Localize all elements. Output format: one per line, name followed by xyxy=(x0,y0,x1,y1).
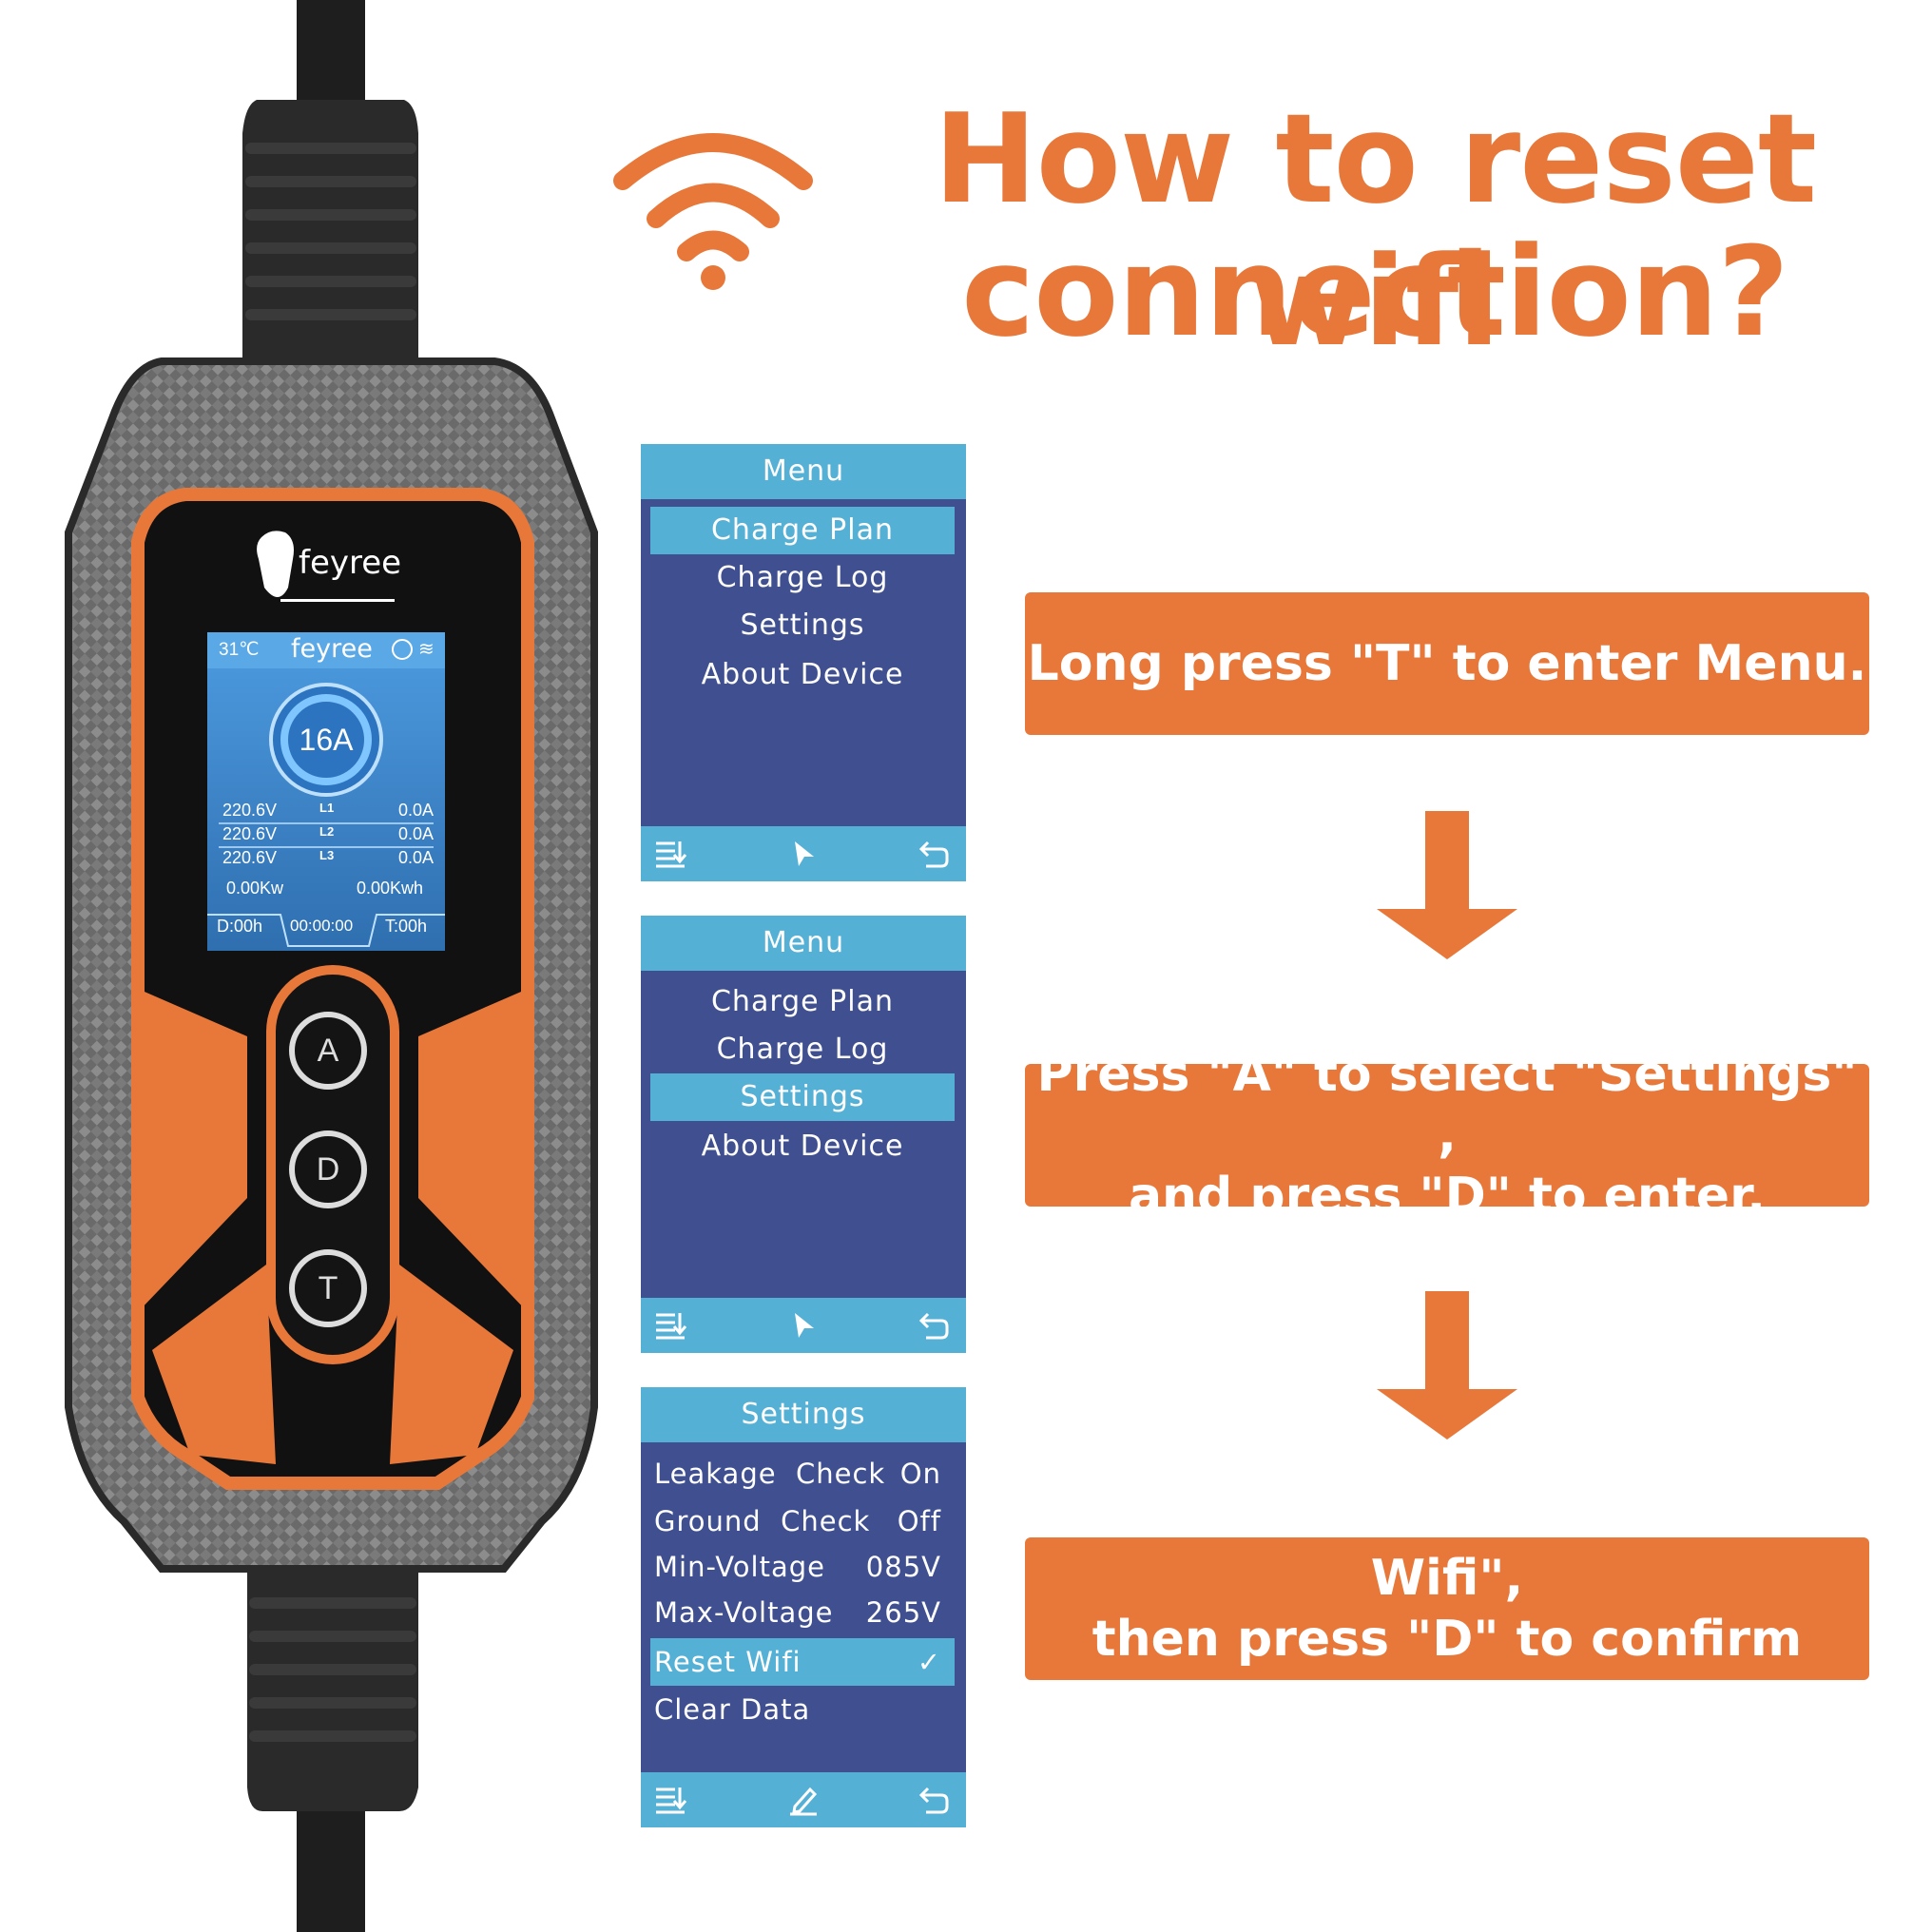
scroll-down-icon[interactable] xyxy=(654,1309,686,1342)
menu-item-settings[interactable]: Settings xyxy=(650,1073,955,1121)
screen-footer xyxy=(641,826,966,881)
device-temperature: 31℃ xyxy=(219,640,260,660)
device-brand-label: feyree xyxy=(299,544,402,582)
settings-row-leakage-check[interactable]: Leakage Check On xyxy=(650,1450,955,1497)
wifi-small-icon: ≋ xyxy=(418,639,435,660)
device-current: 16A xyxy=(299,723,354,757)
scroll-down-icon[interactable] xyxy=(654,838,686,870)
menu-item-charge-log[interactable]: Charge Log xyxy=(716,561,889,594)
settings-row-reset-wifi[interactable]: Reset Wifi ✓ xyxy=(650,1638,955,1686)
menu-item-settings[interactable]: Settings xyxy=(740,609,865,642)
setting-value: Off xyxy=(897,1505,941,1537)
menu-screen-2: Menu Charge Plan Charge Log Settings Abo… xyxy=(641,916,966,1353)
back-icon[interactable] xyxy=(917,838,949,870)
setting-value: On xyxy=(899,1458,941,1490)
device-screen-brand: feyree xyxy=(291,634,373,664)
menu-screen-1: Menu Charge Plan Charge Log Settings Abo… xyxy=(641,444,966,881)
screen-footer xyxy=(641,1298,966,1353)
device-time: T:00h xyxy=(385,917,428,936)
setting-label: Max-Voltage xyxy=(654,1596,834,1629)
device-button-a[interactable]: A xyxy=(317,1033,339,1069)
step-3-text-line2: then press "D" to confirm reset. xyxy=(1092,1611,1803,1729)
step-1-text: Long press "T" to enter Menu. xyxy=(1027,635,1867,692)
device-power: 0.00Kw xyxy=(226,879,284,898)
phase-label: L1 xyxy=(319,801,335,815)
back-icon[interactable] xyxy=(917,1309,949,1342)
screen-header: Menu xyxy=(641,916,966,971)
screen-footer xyxy=(641,1772,966,1827)
device-button-d[interactable]: D xyxy=(316,1151,340,1188)
settings-screen: Settings Leakage Check On Ground Check O… xyxy=(641,1387,966,1827)
menu-item-charge-plan[interactable]: Charge Plan xyxy=(710,985,894,1018)
screen-header: Settings xyxy=(641,1387,966,1442)
phase-amps: 0.0A xyxy=(397,801,434,820)
scroll-down-icon[interactable] xyxy=(654,1784,686,1816)
phase-amps: 0.0A xyxy=(397,848,434,867)
ev-charger-device xyxy=(65,0,598,1932)
step-3-box: Press "A" to select "Reset Wifi", then p… xyxy=(1025,1489,1869,1729)
phase-row: 220.6V L3 0.0A xyxy=(222,848,434,871)
arrow-down-icon xyxy=(1377,811,1517,959)
phase-row: 220.6V L2 0.0A xyxy=(222,824,434,847)
wifi-icon xyxy=(613,133,813,290)
page-title-line2: connection? xyxy=(961,220,1789,364)
setting-label: Leakage Check xyxy=(654,1458,886,1490)
device-delay: D:00h xyxy=(217,917,263,936)
device-timer: 00:00:00 xyxy=(290,917,354,935)
page-title-line1: How to reset wifi xyxy=(933,87,1817,374)
edit-icon[interactable] xyxy=(787,1784,820,1816)
menu-item-about-device[interactable]: About Device xyxy=(701,1130,904,1163)
menu-item-charge-log[interactable]: Charge Log xyxy=(716,1033,889,1066)
screen-header: Menu xyxy=(641,444,966,499)
step-2-box: Press "A" to select "Settings" , and pre… xyxy=(1025,1046,1869,1225)
check-icon: ✓ xyxy=(917,1646,941,1678)
setting-label: Reset Wifi xyxy=(654,1646,802,1678)
phase-amps: 0.0A xyxy=(397,824,434,843)
setting-value: 085V xyxy=(865,1551,941,1583)
setting-label: Ground Check xyxy=(654,1505,871,1537)
step-2-text-line2: and press "D" to enter. xyxy=(1128,1168,1767,1225)
device-button-t[interactable]: T xyxy=(318,1270,338,1306)
cursor-icon[interactable] xyxy=(787,838,820,870)
cursor-icon[interactable] xyxy=(787,1309,820,1342)
step-2-text-line1: Press "A" to select "Settings" , xyxy=(1036,1046,1858,1164)
ground-icon xyxy=(392,639,413,660)
settings-row-max-voltage[interactable]: Max-Voltage 265V xyxy=(650,1589,955,1636)
setting-label: Clear Data xyxy=(654,1693,811,1726)
device-energy: 0.00Kwh xyxy=(357,879,424,898)
phase-voltage: 220.6V xyxy=(222,801,278,820)
menu-item-charge-plan[interactable]: Charge Plan xyxy=(650,507,955,554)
back-icon[interactable] xyxy=(917,1784,949,1816)
step-1-box: Long press "T" to enter Menu. xyxy=(1025,592,1869,735)
settings-row-ground-check[interactable]: Ground Check Off xyxy=(650,1497,955,1545)
setting-value: 265V xyxy=(865,1596,941,1629)
phase-label: L2 xyxy=(319,824,335,839)
setting-label: Min-Voltage xyxy=(654,1551,826,1583)
settings-row-min-voltage[interactable]: Min-Voltage 085V xyxy=(650,1543,955,1591)
phase-row: 220.6V L1 0.0A xyxy=(222,801,434,823)
phase-voltage: 220.6V xyxy=(222,824,278,843)
phase-label: L3 xyxy=(319,848,335,862)
menu-item-about-device[interactable]: About Device xyxy=(701,658,904,691)
phase-voltage: 220.6V xyxy=(222,848,278,867)
step-3-text-line1: Press "A" to select "Reset Wifi", xyxy=(1087,1489,1807,1607)
arrow-down-icon xyxy=(1377,1291,1517,1439)
settings-row-clear-data[interactable]: Clear Data xyxy=(650,1686,955,1733)
